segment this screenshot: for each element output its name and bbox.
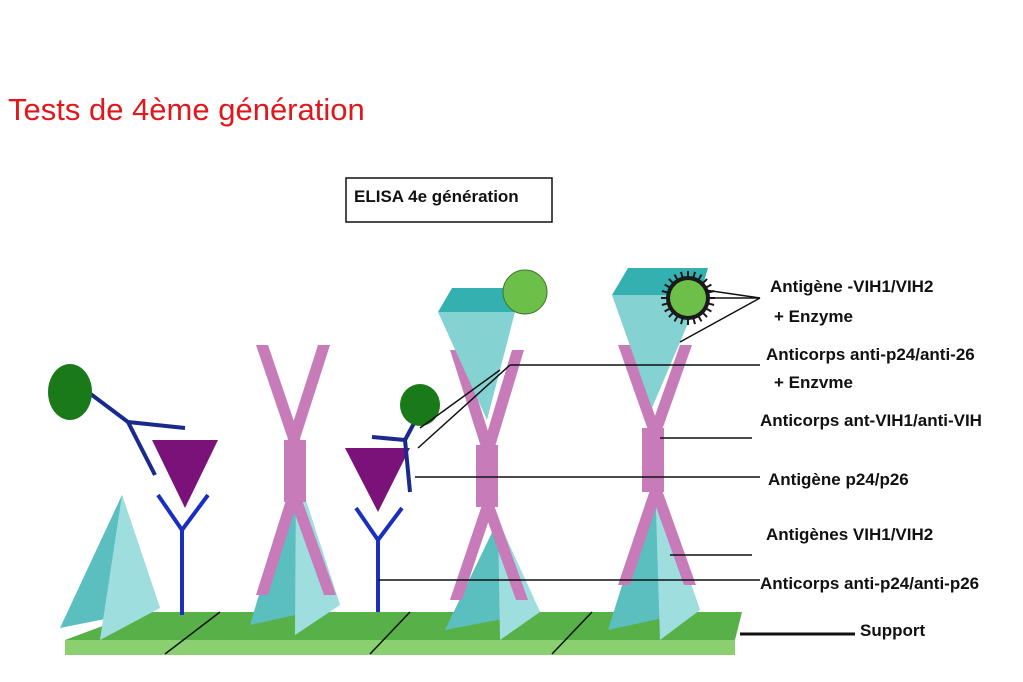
enzyme-spike xyxy=(696,313,703,322)
coating-antigen-1 xyxy=(60,495,160,640)
enzyme-spike xyxy=(664,306,673,313)
enzyme-spike xyxy=(668,278,676,286)
enzyme-circle-1 xyxy=(48,364,92,420)
antibody-x-1 xyxy=(256,345,336,595)
enzyme-spike xyxy=(668,310,676,318)
elisa-box-label: ELISA 4e génération xyxy=(354,187,519,206)
enzyme-spike xyxy=(703,306,712,313)
antibody-x-3 xyxy=(618,345,696,585)
antigen-p24-2 xyxy=(345,448,410,512)
enzyme-circle-3 xyxy=(502,269,548,315)
label-anticorps-p24-p26: Anticorps anti-p24/anti-p26 xyxy=(760,574,979,593)
label-anticorps-vih: Anticorps ant-VIH1/anti-VIH xyxy=(760,411,982,430)
detection-antibody-1 xyxy=(86,390,186,476)
enzyme-spike xyxy=(703,283,712,290)
enzyme-spike xyxy=(705,301,715,306)
enzyme-circle-2 xyxy=(400,384,440,426)
enzyme-spike xyxy=(673,274,680,283)
label-support: Support xyxy=(860,621,925,640)
enzyme-spike xyxy=(680,271,685,281)
enzyme-spike xyxy=(673,313,680,322)
enzyme-spiky xyxy=(661,271,715,325)
label-plus-enzyme-2: + Enzvme xyxy=(774,373,853,392)
enzyme-spike xyxy=(661,301,671,306)
enzyme-spike xyxy=(664,283,673,290)
label-antigene-p24: Antigène p24/p26 xyxy=(768,470,909,489)
label-plus-enzyme-1: + Enzyme xyxy=(774,307,853,326)
enzyme-spike xyxy=(700,310,708,318)
support-plate xyxy=(65,611,742,655)
enzyme-spike xyxy=(691,271,696,281)
antigen-p24-1 xyxy=(152,440,218,508)
enzyme-spike xyxy=(700,278,708,286)
capture-antibody-2 xyxy=(354,506,404,612)
capture-antibody-1 xyxy=(156,493,210,615)
enzyme-spike xyxy=(661,290,671,295)
enzyme-spike xyxy=(691,315,696,325)
enzyme-spike xyxy=(680,315,685,325)
elisa-title-box: ELISA 4e génération xyxy=(345,177,553,223)
slide-title: Tests de 4ème génération xyxy=(8,92,365,127)
label-antigenes-vih: Antigènes VIH1/VIH2 xyxy=(766,525,933,544)
leader-lines xyxy=(378,289,855,636)
enzyme-spike xyxy=(696,274,703,283)
label-antigene-vih: Antigène -VIH1/VIH2 xyxy=(770,277,933,296)
label-anticorps-p24-26: Anticorps anti-p24/anti-26 xyxy=(766,345,975,364)
